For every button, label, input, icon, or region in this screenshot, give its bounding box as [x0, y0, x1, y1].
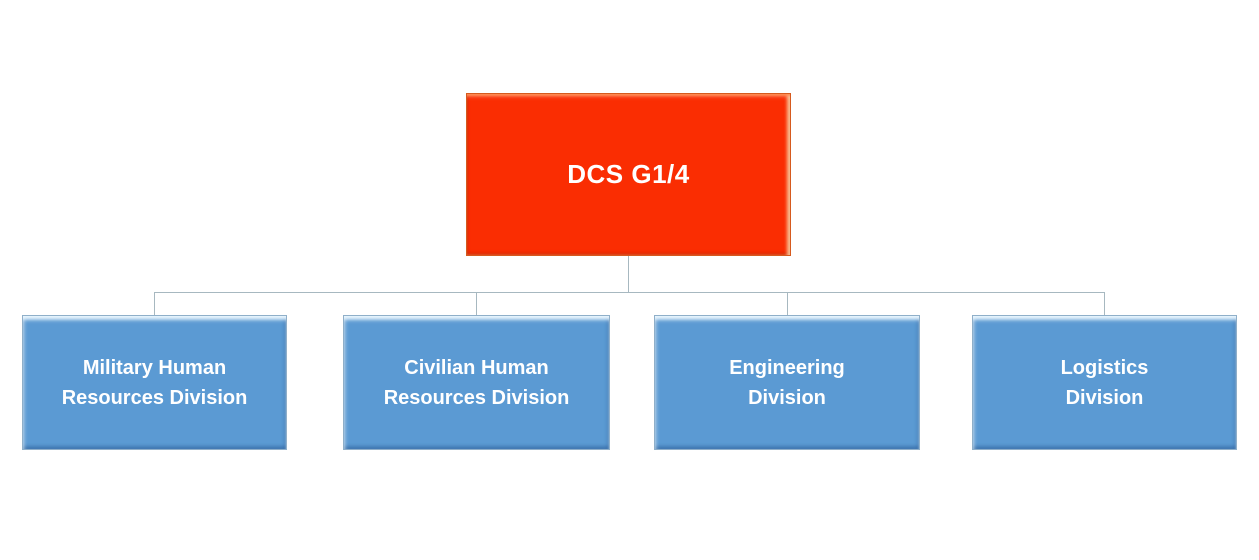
node-label-line: Resources Division — [61, 386, 248, 409]
connector-root-stub — [628, 256, 629, 292]
connector-drop-1 — [154, 292, 155, 315]
node-label-line: Civilian Human — [404, 356, 549, 379]
connector-drop-4 — [1104, 292, 1105, 315]
child-node-engineering-division: Engineering Division — [654, 315, 920, 450]
node-label-line: Resources Division — [383, 386, 570, 409]
connector-drop-2 — [476, 292, 477, 315]
child-node-logistics-division: Logistics Division — [972, 315, 1237, 450]
connector-drop-3 — [787, 292, 788, 315]
child-node-civilian-hr-division: Civilian Human Resources Division — [343, 315, 610, 450]
node-label-line: Military Human — [82, 356, 227, 379]
node-label-line: Engineering — [729, 356, 845, 379]
child-node-military-hr-division: Military Human Resources Division — [22, 315, 287, 450]
node-label-line: Logistics — [1060, 356, 1149, 379]
node-label-line: Division — [1065, 386, 1144, 409]
node-label-line: Division — [748, 386, 826, 409]
root-node-label: DCS G1/4 — [567, 159, 690, 189]
connector-horizontal — [154, 292, 1105, 293]
root-node-dcs-g1-4: DCS G1/4 — [466, 93, 791, 256]
